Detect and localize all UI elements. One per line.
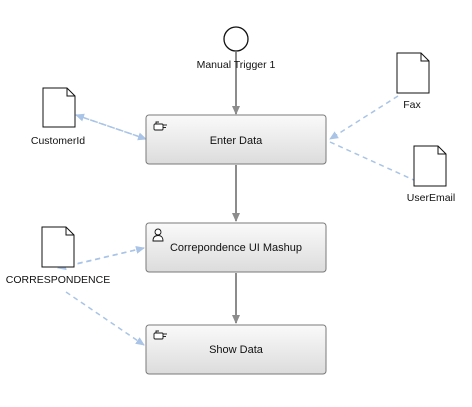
start-event-circle[interactable] xyxy=(223,26,249,52)
data-object-fax[interactable]: Fax xyxy=(396,52,430,111)
hand-pointer-icon xyxy=(153,330,167,340)
task-show-data[interactable]: Show Data xyxy=(145,324,327,375)
document-icon[interactable] xyxy=(413,145,447,187)
task-show-data-label: Show Data xyxy=(209,344,264,356)
association-enter-data-useremail[interactable] xyxy=(329,141,428,187)
task-correpondence-ui-mashup[interactable]: Correpondence UI Mashup xyxy=(145,222,327,273)
data-object-correspondence[interactable]: CORRESPONDENCE xyxy=(6,226,110,286)
association-correspondence-show-data[interactable] xyxy=(65,291,145,346)
data-object-correspondence-label: CORRESPONDENCE xyxy=(6,274,110,286)
data-object-useremail-label: UserEmail xyxy=(407,192,455,204)
data-object-fax-label: Fax xyxy=(403,99,421,111)
document-icon[interactable] xyxy=(42,87,76,128)
task-enter-data-label: Enter Data xyxy=(210,135,263,147)
data-object-customerid-label: CustomerId xyxy=(31,135,85,147)
hand-pointer-icon xyxy=(153,121,167,131)
start-event[interactable]: Manual Trigger 1 xyxy=(197,26,276,71)
document-icon[interactable] xyxy=(41,226,75,268)
data-object-customerid[interactable]: CustomerId xyxy=(31,87,85,147)
task-enter-data-box[interactable] xyxy=(145,114,327,165)
association-enter-data-customerid[interactable] xyxy=(75,113,147,140)
task-enter-data[interactable]: Enter Data xyxy=(145,114,327,165)
user-icon xyxy=(152,228,164,242)
data-object-useremail[interactable]: UserEmail xyxy=(407,145,455,204)
task-correpondence-ui-mashup-label: Correpondence UI Mashup xyxy=(170,242,302,254)
document-icon[interactable] xyxy=(396,52,430,94)
association-fax-enter-data[interactable] xyxy=(329,95,399,140)
task-correpondence-ui-mashup-box[interactable] xyxy=(145,222,327,273)
start-event-label: Manual Trigger 1 xyxy=(197,59,276,71)
task-show-data-box[interactable] xyxy=(145,324,327,375)
